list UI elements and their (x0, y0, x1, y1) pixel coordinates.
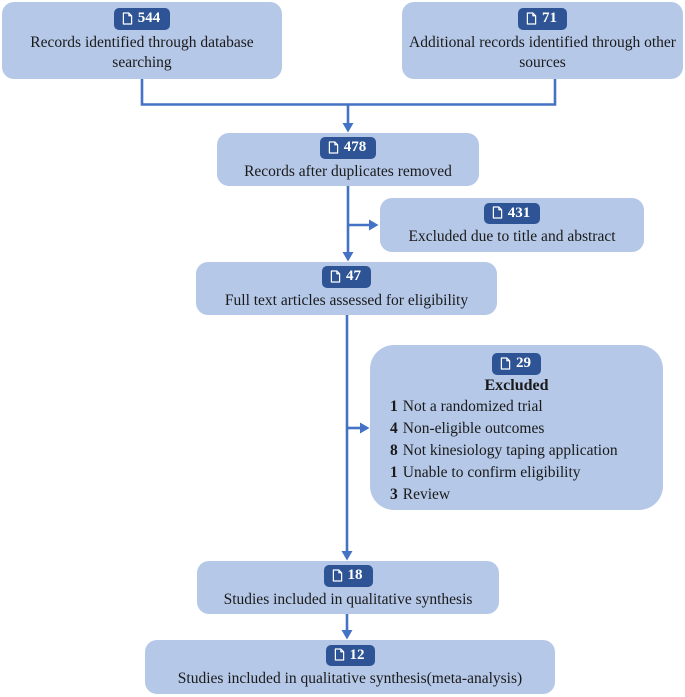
reason-count: 4 (390, 419, 398, 437)
node-label: Full text articles assessed for eligibil… (224, 291, 469, 309)
node-label: Studies included in qualitative synthesi… (223, 590, 473, 608)
count-value: 18 (347, 567, 363, 584)
node-database-searching: 544 Records identified through database … (2, 2, 282, 79)
node-meta-analysis: 12 Studies included in qualitative synth… (145, 640, 555, 694)
count-badge-excluded: 29 (492, 353, 541, 375)
reason-text: Non-eligible outcomes (402, 419, 545, 437)
count-value: 478 (343, 139, 367, 156)
count-badge-qualitative: 18 (323, 565, 373, 587)
reason-text: Not a randomized trial (402, 397, 543, 415)
node-other-sources: 71 Additional records identified through… (402, 2, 683, 79)
reason-count: 1 (390, 463, 398, 481)
count-value: 71 (542, 10, 557, 27)
count-value: 12 (349, 646, 365, 663)
node-fulltext-assessed: 47 Full text articles assessed for eligi… (196, 262, 497, 315)
document-icon (330, 270, 341, 283)
document-icon (328, 141, 339, 154)
node-excluded-title-abstract: 431 Excluded due to title and abstract (380, 198, 644, 252)
excluded-title: Excluded (484, 376, 549, 394)
node-label: Excluded due to title and abstract (408, 228, 616, 246)
count-badge-after-duplicates: 478 (319, 137, 377, 159)
count-value: 47 (346, 268, 361, 285)
node-qualitative-synthesis: 18 Studies included in qualitative synth… (197, 561, 499, 614)
document-icon (332, 569, 343, 582)
count-value: 29 (516, 355, 531, 371)
count-badge-other-sources: 71 (518, 8, 567, 30)
reason-text: Not kinesiology taping application (402, 441, 618, 459)
document-icon (526, 12, 537, 25)
arrowhead-to-meta (341, 630, 353, 640)
reason-count: 8 (390, 441, 398, 459)
reason-text: Unable to confirm eligibility (402, 463, 581, 481)
arrowhead-to-qualitative (341, 551, 353, 561)
arrowhead-excluded (360, 422, 370, 434)
arrowhead-title-abstract (369, 219, 379, 231)
node-label: Studies included in qualitative synthesi… (177, 670, 523, 688)
document-icon (334, 648, 345, 662)
reason-count: 3 (390, 485, 398, 503)
arrowhead-to-duplicates (342, 123, 354, 133)
count-value: 544 (137, 10, 161, 27)
count-value: 431 (507, 204, 531, 221)
node-label: Additional records identified through ot… (409, 33, 676, 71)
connector-merge-top (140, 79, 557, 106)
node-label: Records after duplicates removed (244, 162, 452, 180)
document-icon (122, 12, 133, 25)
document-icon (492, 206, 503, 220)
node-after-duplicates: 478 Records after duplicates removed (217, 133, 479, 186)
count-badge-title-abstract: 431 (483, 202, 541, 225)
reason-count: 1 (390, 397, 398, 415)
arrowhead-to-fulltext (342, 252, 354, 262)
count-badge-meta: 12 (325, 644, 375, 667)
reason-text: Review (402, 485, 451, 503)
document-icon (500, 357, 511, 370)
node-label: Records identified through database sear… (30, 33, 254, 71)
count-badge-database: 544 (113, 8, 171, 30)
count-badge-fulltext: 47 (322, 266, 371, 288)
